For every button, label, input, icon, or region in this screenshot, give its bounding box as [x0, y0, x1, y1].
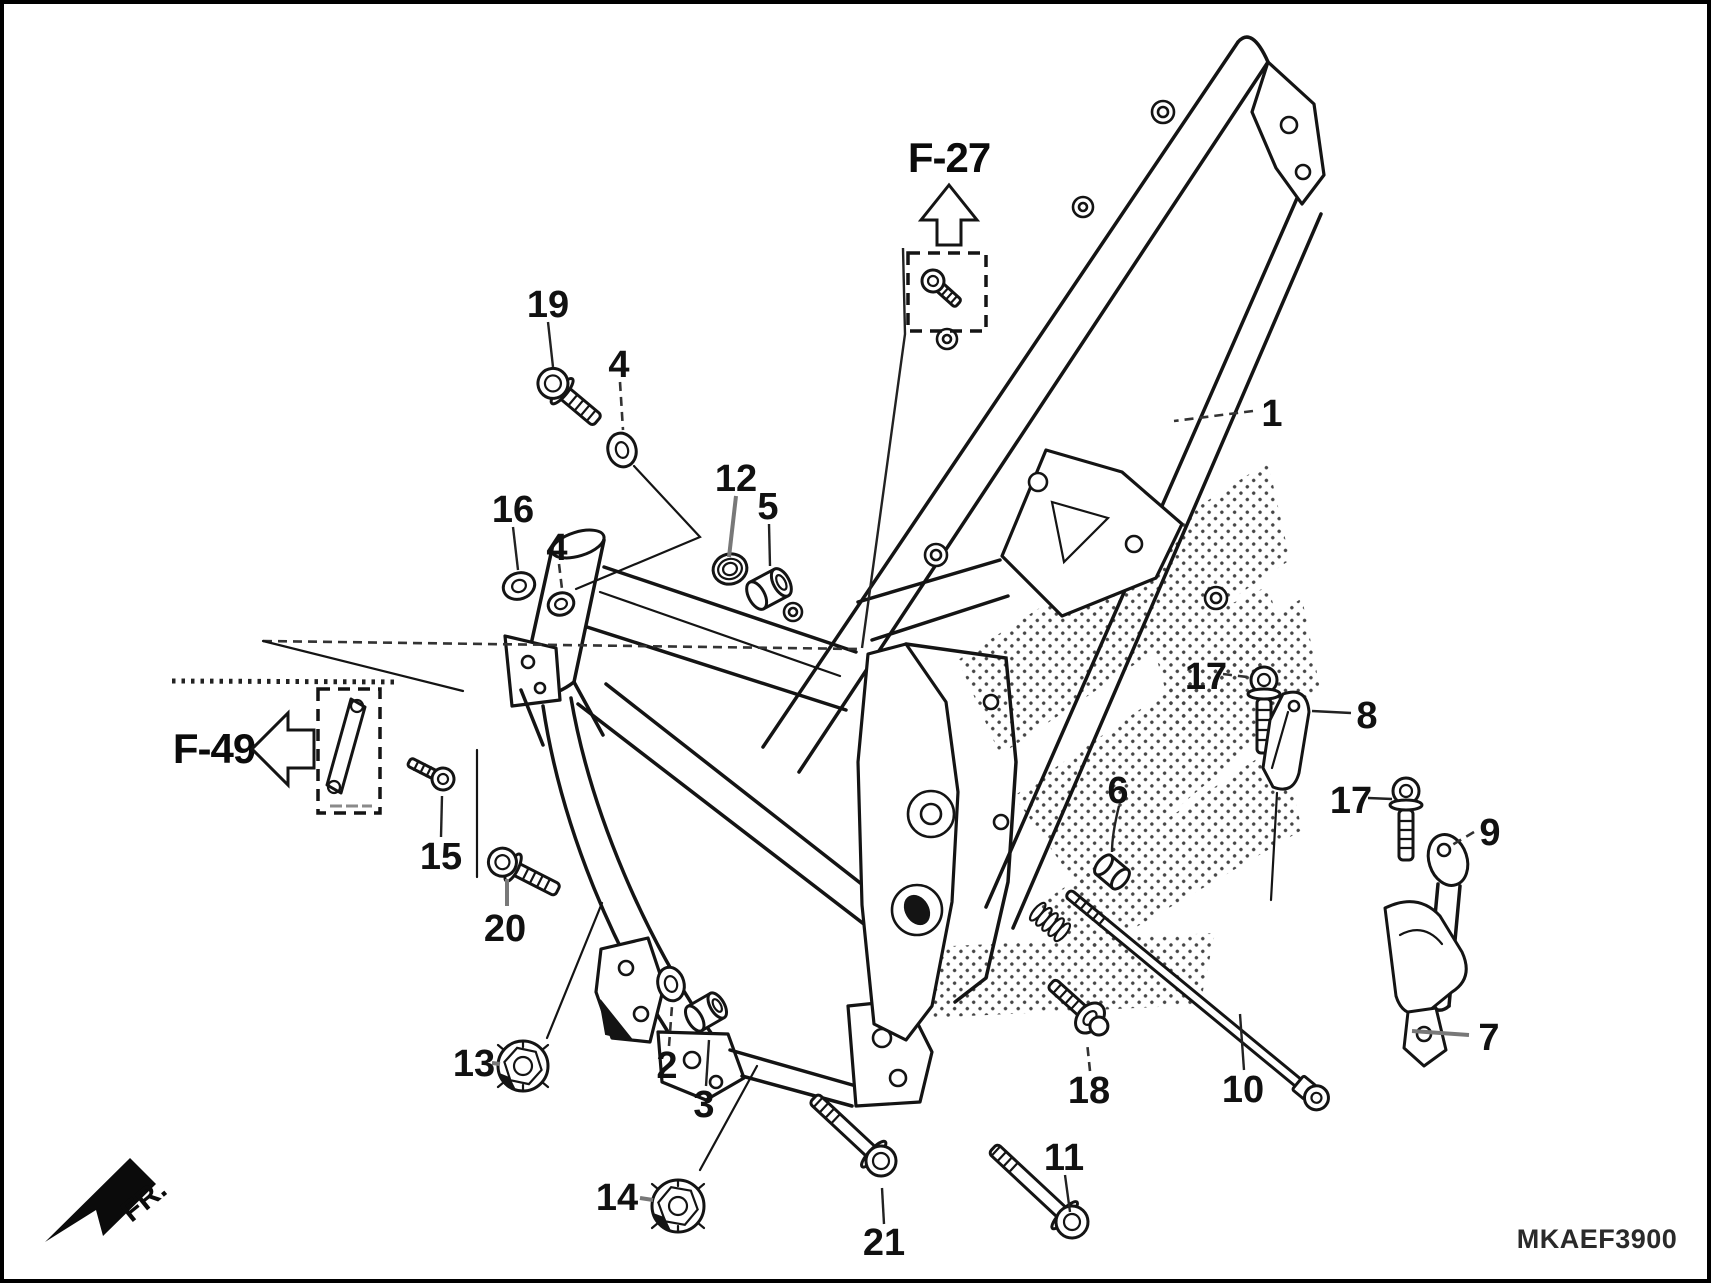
part-nut-13	[496, 1039, 550, 1093]
callout-1[interactable]: 1	[1261, 393, 1282, 435]
callout-4-upper[interactable]: 4	[608, 344, 629, 386]
callout-6[interactable]: 6	[1107, 770, 1128, 812]
callout-14[interactable]: 14	[596, 1177, 638, 1219]
callout-2[interactable]: 2	[656, 1045, 677, 1087]
callout-7[interactable]: 7	[1478, 1017, 1499, 1059]
part-screw-15	[406, 757, 456, 792]
part-collar-5	[745, 567, 793, 611]
callout-13[interactable]: 13	[453, 1043, 495, 1085]
callout-5[interactable]: 5	[757, 486, 778, 528]
part-spring	[1028, 901, 1072, 943]
reference-f49[interactable]: F-49	[173, 687, 382, 815]
f49-left-arrow-icon	[249, 709, 316, 789]
callout-9[interactable]: 9	[1479, 812, 1500, 854]
part-code: MKAEF3900	[1517, 1224, 1678, 1254]
part-bolt-18	[1047, 978, 1110, 1037]
part-washer-16	[501, 571, 537, 601]
callout-17-right[interactable]: 17	[1330, 780, 1372, 822]
part-washer-4-upper	[606, 431, 638, 469]
callout-20[interactable]: 20	[484, 908, 526, 950]
callout-18[interactable]: 18	[1068, 1070, 1110, 1112]
part-washer-4-lower	[546, 591, 576, 617]
callout-11[interactable]: 11	[1044, 1137, 1084, 1179]
f27-label[interactable]: F-27	[908, 134, 991, 181]
f27-bolt-icon	[920, 268, 962, 308]
fr-direction: FR.	[45, 1158, 173, 1242]
part-bolt-11	[988, 1143, 1090, 1240]
part-grommet-12	[711, 552, 749, 586]
callouts: 1 2 3 4 4 5 6 7 8 9 10 11 12 13 14 15 16…	[420, 284, 1501, 1264]
part-stand-bracket-7	[1383, 900, 1468, 1068]
part-washer-2	[656, 965, 686, 1003]
callout-16[interactable]: 16	[492, 489, 534, 531]
frame-artwork	[503, 35, 1326, 1108]
callout-12[interactable]: 12	[715, 458, 757, 500]
callout-3[interactable]: 3	[693, 1084, 714, 1126]
part-collar-6	[1093, 853, 1131, 891]
f49-rod-icon	[325, 697, 372, 808]
part-collar-3	[683, 991, 729, 1033]
part-nut-14	[650, 1178, 706, 1234]
callout-10[interactable]: 10	[1222, 1069, 1264, 1111]
callout-17-left[interactable]: 17	[1185, 656, 1227, 698]
reference-f27[interactable]: F-27	[906, 134, 991, 333]
callout-8[interactable]: 8	[1356, 695, 1377, 737]
part-bolt-21	[809, 1093, 898, 1178]
callout-4-lower[interactable]: 4	[546, 527, 567, 569]
fr-arrow-icon	[45, 1158, 156, 1242]
callout-15[interactable]: 15	[420, 836, 462, 878]
f49-dashed-box	[316, 687, 382, 815]
leader-lines	[171, 247, 1475, 1225]
part-bolt-19	[536, 366, 602, 426]
part-bolt-17-right	[1388, 776, 1424, 862]
callout-19[interactable]: 19	[527, 284, 569, 326]
f27-up-arrow-icon	[917, 182, 981, 247]
callout-21[interactable]: 21	[863, 1222, 905, 1264]
part-bracket-8	[1261, 690, 1311, 902]
part-bolt-20	[486, 846, 561, 897]
halftone-watermark	[912, 462, 1320, 1018]
f49-label[interactable]: F-49	[173, 725, 256, 772]
